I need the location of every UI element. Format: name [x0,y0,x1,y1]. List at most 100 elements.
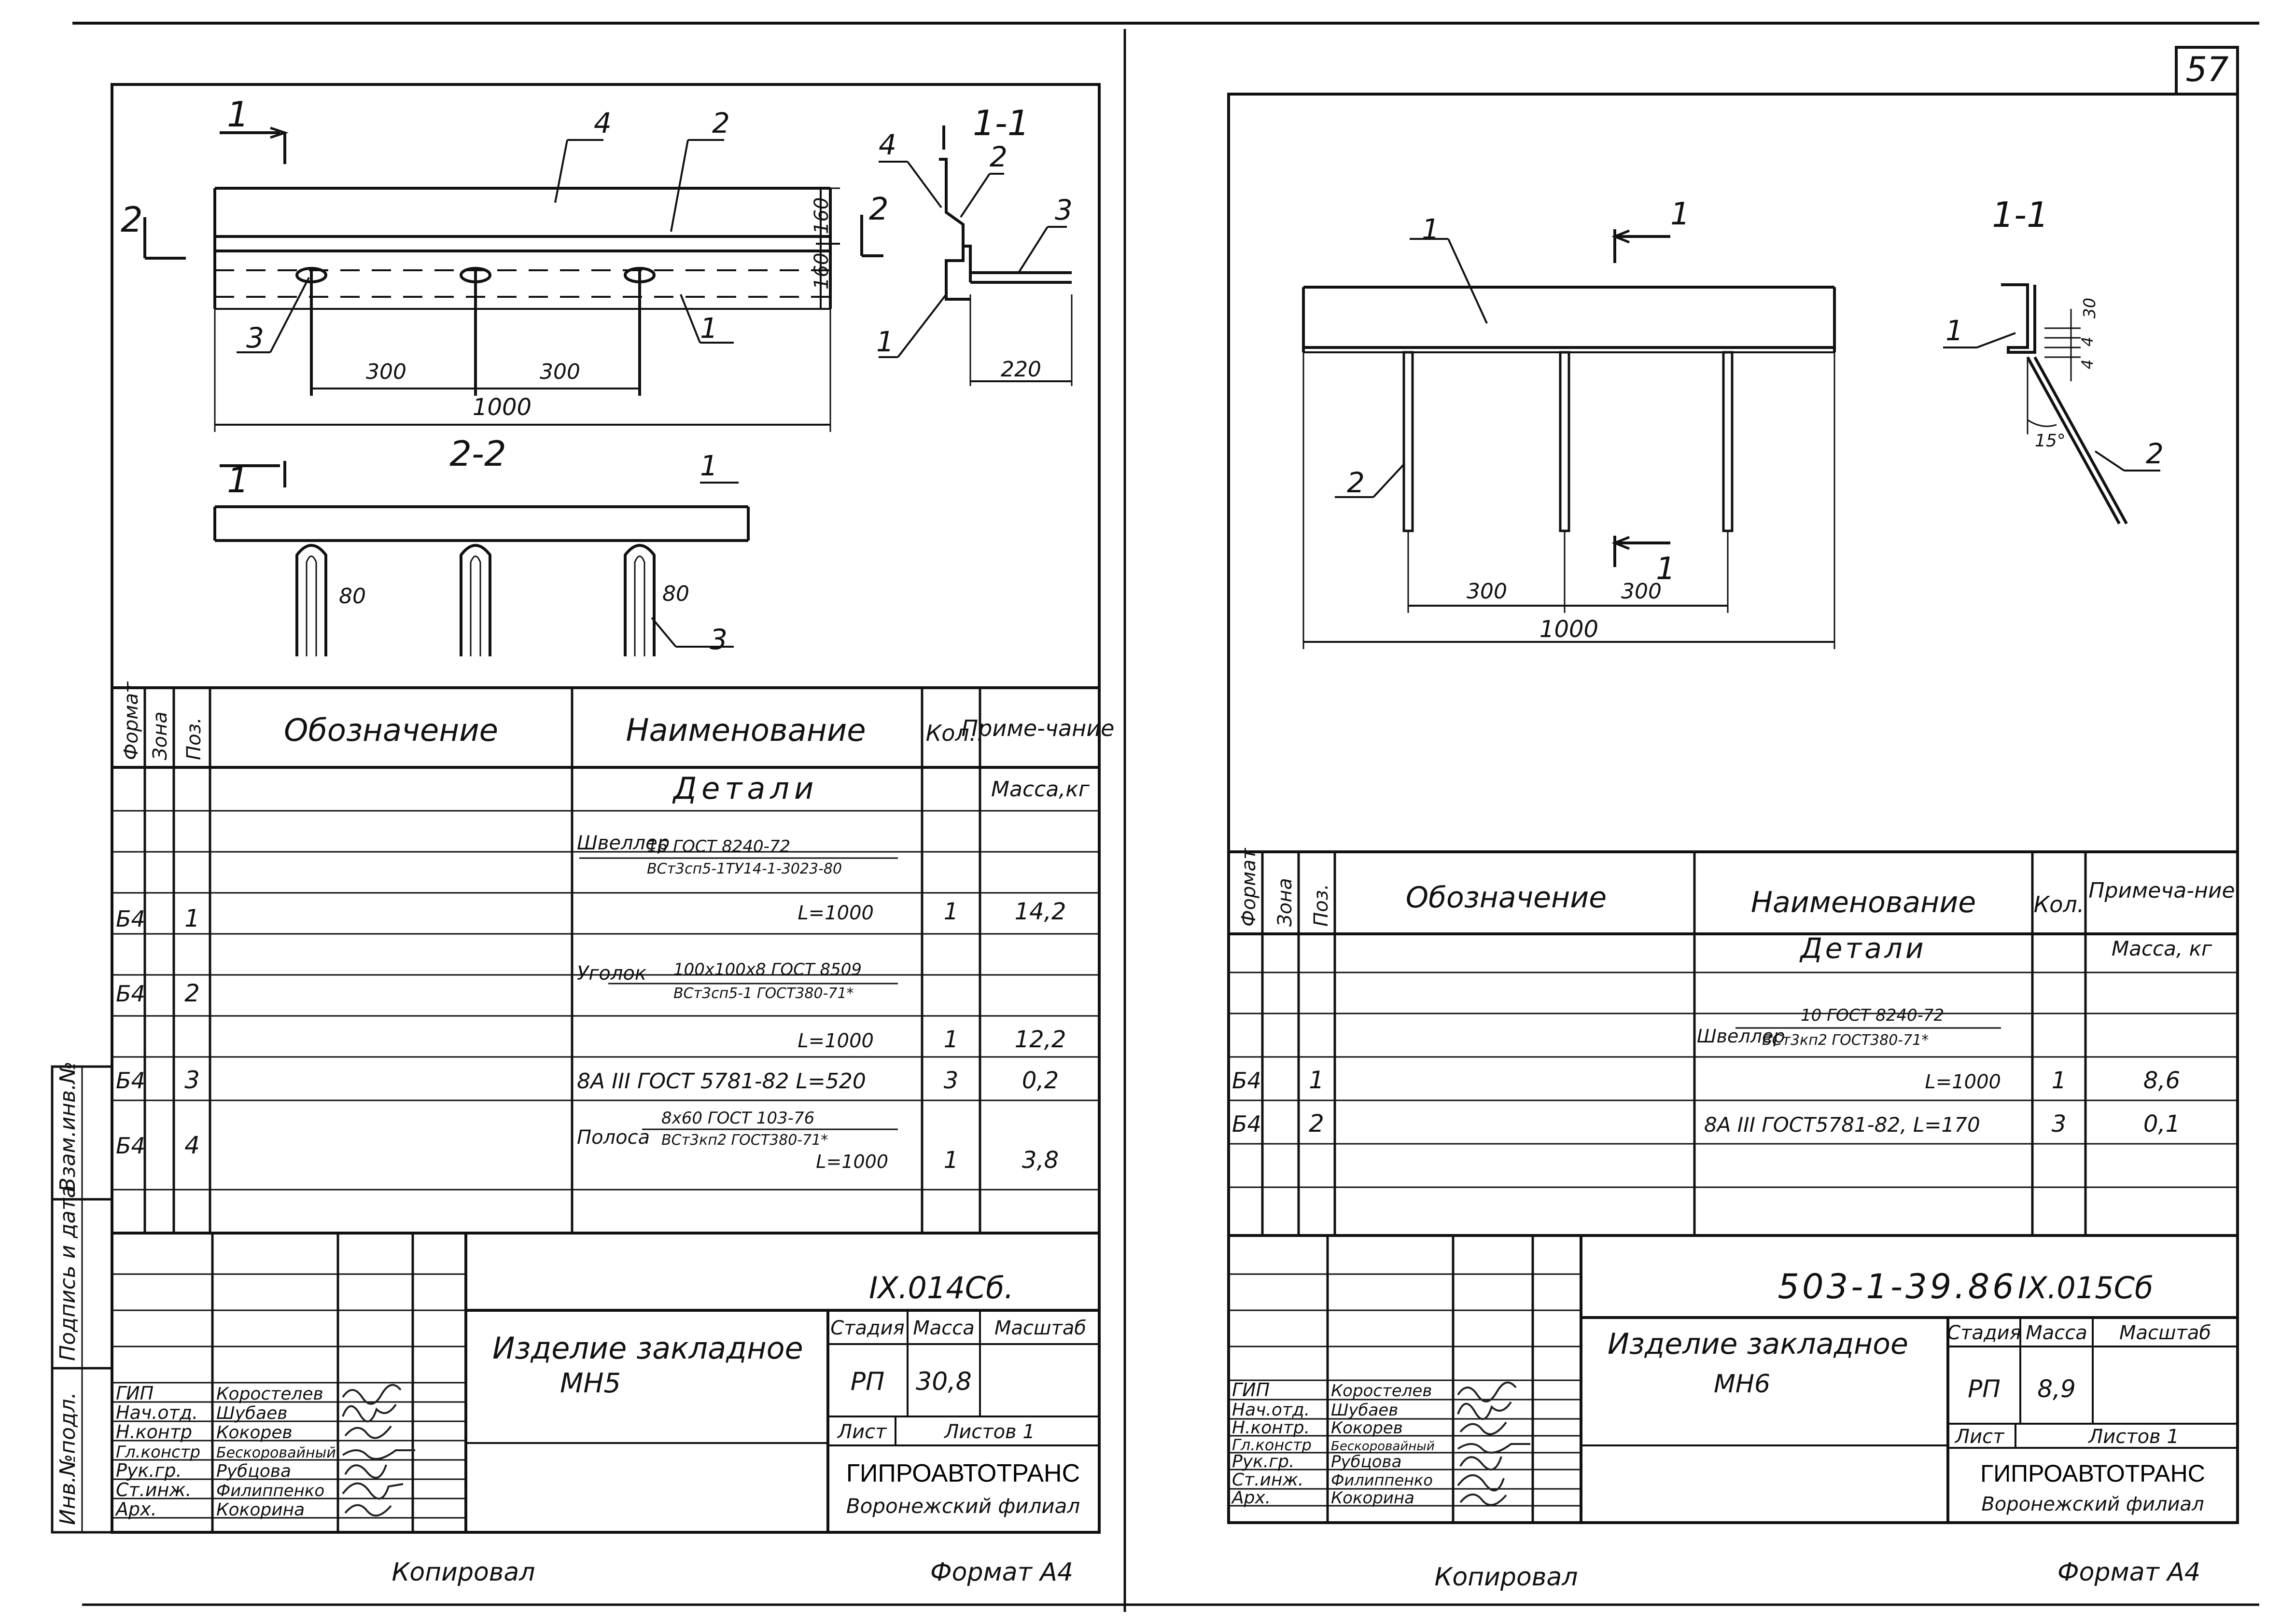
svg-text:2: 2 [184,979,200,1007]
svg-text:30,8: 30,8 [916,1367,972,1396]
svg-text:Обозначение: Обозначение [1406,881,1607,915]
svg-text:Арх.: Арх. [1231,1488,1271,1508]
svg-text:Коростелев: Коростелев [1331,1381,1432,1401]
left-section-1-1-title: 1-1 [973,103,1030,143]
svg-text:Бескоровайный: Бескоровайный [1331,1439,1435,1454]
svg-text:Арх.: Арх. [114,1499,157,1520]
svg-text:Б4: Б4 [116,1133,145,1159]
right-sheet: 1 1 1 2 300 300 1000 1-1 1 2 30 4 4 15° [1227,93,2239,1592]
svg-text:РП: РП [1968,1375,2001,1403]
svg-text:14,2: 14,2 [1015,898,1066,925]
right-spec-headers: Формат Зона Поз. Обозначение Наименовани… [1238,847,2235,965]
right-dim-4a: 4 [2078,337,2097,347]
svg-text:L=1000: L=1000 [816,1151,888,1172]
svg-text:Б4: Б4 [116,981,145,1007]
svg-text:Рубцова: Рубцова [216,1461,291,1481]
left-footer-copied: Копировал [392,1558,535,1587]
left-dim-80b: 80 [662,582,689,606]
mass-unit: Масса,кг [991,777,1090,802]
right-cut-mark-1-bottom: 1 [1656,551,1676,587]
svg-text:100х100х8 ГОСТ 8509: 100х100х8 ГОСТ 8509 [673,960,862,979]
svg-text:Рук.гр.: Рук.гр. [116,1460,182,1481]
right-title-block [1229,1235,2238,1523]
svg-text:РП: РП [851,1367,884,1396]
svg-text:3: 3 [2052,1110,2067,1138]
left-footer-format: Формат А4 [930,1558,1073,1587]
svg-text:Филиппенко: Филиппенко [1331,1471,1433,1489]
svg-text:Стадия: Стадия [1947,1322,2021,1344]
svg-text:8х60 ГОСТ 103-76: 8х60 ГОСТ 103-76 [661,1109,814,1128]
right-callout-2: 2 [1347,466,1365,499]
left-cut-mark-1b: 1 [227,460,249,500]
svg-text:Формат: Формат [120,681,142,760]
svg-text:Гл.констр: Гл.констр [1232,1436,1312,1454]
callout-3: 3 [246,321,264,354]
svg-text:Швеллер: Швеллер [577,832,670,854]
svg-text:Зона: Зона [149,711,171,760]
right-dim-300a: 300 [1467,579,1507,604]
header-designation: Обозначение [284,713,498,749]
svg-text:L=1000: L=1000 [798,902,874,924]
right-doc-code: IX.015Сб [2018,1270,2153,1305]
right-section-1-1 [1943,283,2160,525]
svg-text:8,9: 8,9 [2037,1375,2076,1403]
svg-text:0,2: 0,2 [1022,1067,1059,1094]
svg-text:1: 1 [944,1147,959,1174]
svg-text:16 ГОСТ 8240-72: 16 ГОСТ 8240-72 [647,837,790,856]
svg-text:1: 1 [1309,1066,1324,1094]
svg-text:Рук.гр.: Рук.гр. [1232,1452,1294,1471]
callout-4: 4 [594,107,612,139]
svg-text:Б4: Б4 [116,906,145,932]
svg-text:Коростелев: Коростелев [216,1384,323,1404]
svg-text:Н.контр.: Н.контр. [1232,1418,1310,1438]
svg-text:Филиппенко: Филиппенко [216,1481,324,1500]
svg-text:Н.контр: Н.контр [116,1421,192,1443]
svg-text:Кокорев: Кокорев [216,1423,293,1443]
right-section-1-1-title: 1-1 [1992,194,2049,235]
svg-text:12,2: 12,2 [1015,1026,1066,1053]
left-cut-mark-2: 2 [121,199,143,240]
callout-sec-2: 2 [990,140,1008,173]
svg-text:8,6: 8,6 [2143,1067,2180,1094]
svg-text:Лист: Лист [1954,1426,2005,1448]
header-qty: Кол. [926,720,977,746]
svg-text:Шубаев: Шубаев [216,1403,287,1423]
svg-text:Бескоровайный: Бескоровайный [216,1444,336,1461]
svg-text:Б4: Б4 [1232,1068,1261,1094]
svg-text:Полоса: Полоса [577,1126,650,1149]
left-spec-table [112,686,1099,1235]
header-name: Наименование [626,713,866,749]
svg-text:Поз.: Поз. [1310,884,1332,927]
header-note: Приме-чание [962,715,1115,741]
svg-text:2: 2 [1309,1110,1324,1138]
page-number: 57 [2185,50,2228,89]
svg-text:Листов 1: Листов 1 [943,1421,1035,1443]
svg-text:1: 1 [184,904,200,932]
svg-text:Нач.отд.: Нач.отд. [116,1402,198,1423]
svg-text:10 ГОСТ 8240-72: 10 ГОСТ 8240-72 [1801,1006,1944,1025]
svg-text:Масштаб: Масштаб [994,1317,1086,1339]
callout-22-3: 3 [710,623,728,656]
svg-text:Швеллер: Швеллер [1697,1026,1785,1047]
svg-text:Масса: Масса [2026,1322,2087,1344]
right-callout-sec-2: 2 [2146,437,2164,470]
right-title-line2: МН6 [1714,1370,1770,1399]
right-title-block-text: 503-1-39.86 IX.015Сб Изделие закладное М… [1231,1267,2211,1515]
right-cut-mark-1-top: 1 [1670,196,1690,232]
left-section-2-2 [213,461,750,656]
svg-text:Примеча-ние: Примеча-ние [2088,878,2235,903]
right-signatures [1457,1381,1530,1506]
stamp-inv-orig: Инв.№подл. [56,1392,80,1525]
svg-text:Листов 1: Листов 1 [2087,1426,2179,1448]
left-dim-80a: 80 [339,584,366,609]
right-front-view [1302,229,1836,649]
svg-text:Стадия: Стадия [830,1317,904,1339]
right-dim-30: 30 [2080,298,2099,319]
left-plan-view [143,126,840,432]
left-dim-300b: 300 [540,360,580,384]
svg-text:ВСт3кп2 ГОСТ380-71*: ВСт3кп2 ГОСТ380-71* [661,1132,828,1149]
left-title-block-text: IX.014Сб. Изделие закладное МН5 Стадия М… [114,1270,1086,1520]
callout-1: 1 [700,312,718,345]
right-callout-sec-1: 1 [1945,314,1963,347]
svg-text:Масса: Масса [913,1317,975,1339]
